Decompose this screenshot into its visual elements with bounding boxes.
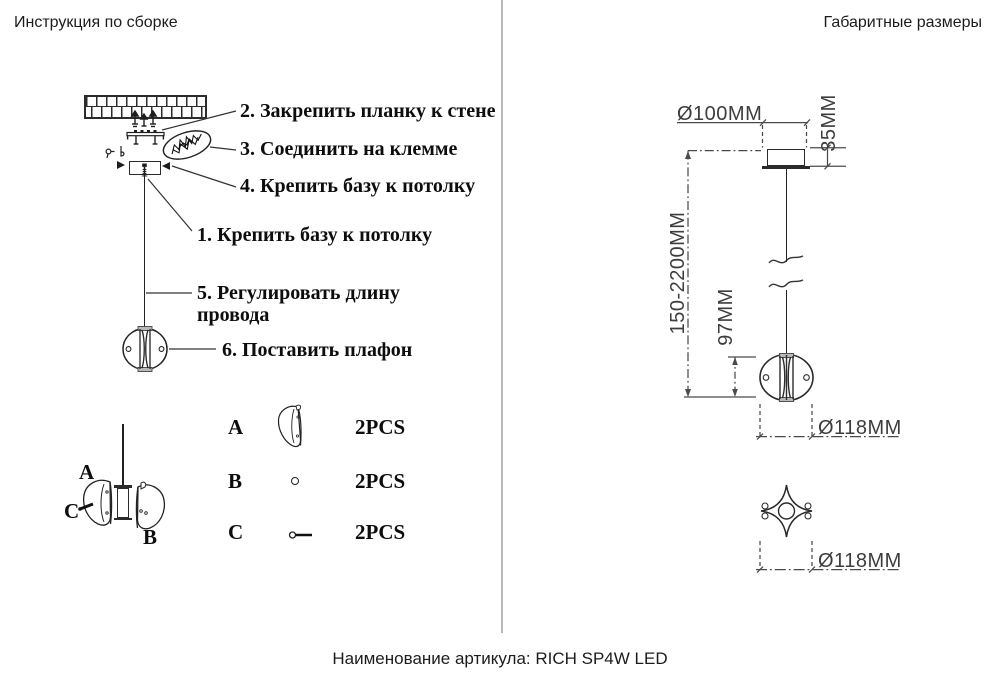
- canopy-box: [767, 149, 805, 166]
- base-bolt-icon: [141, 163, 148, 177]
- part-row-c-qty: 2PCS: [355, 520, 406, 544]
- step-5-line1: 5. Регулировать длину: [197, 282, 400, 304]
- dim-shade-diameter: Ø118MM: [818, 417, 902, 439]
- part-row-a-qty: 2PCS: [355, 415, 406, 439]
- cord-lower: [785, 290, 788, 355]
- socket-bottom-plate: [114, 517, 132, 521]
- ceiling-hatch-row: [86, 97, 205, 107]
- part-row-c-label: C: [228, 520, 244, 544]
- exploded-label-b: B: [143, 525, 158, 549]
- push-arrow-right-icon: [162, 161, 170, 170]
- dim-shade-height: 97MM: [715, 288, 737, 346]
- ceiling-hatch: [84, 95, 207, 119]
- canopy-flange: [762, 166, 810, 169]
- article-caption: Наименование артикула: RICH SP4W LED: [332, 649, 668, 668]
- shade-globe-side-icon: [122, 326, 168, 372]
- part-c-screw-icon: [288, 531, 312, 539]
- shade-half-left-icon: [82, 479, 113, 526]
- exploded-cord-line: [122, 424, 124, 486]
- part-row-b-qty: 2PCS: [355, 469, 406, 493]
- mounting-strap-icon: [126, 130, 165, 145]
- step-5-label: 5. Регулировать длину провода: [197, 282, 400, 326]
- right-panel-title: Габаритные размеры: [823, 14, 982, 31]
- step-1-label: 1. Крепить базу к потолку: [197, 224, 433, 246]
- panel-divider: [501, 0, 503, 633]
- cord-upper: [785, 168, 788, 262]
- push-arrow-left-icon: [117, 161, 125, 169]
- left-panel-title: Инструкция по сборке: [14, 14, 178, 31]
- dim-base-diameter: Ø118MM: [818, 550, 902, 572]
- ceiling-screws-icon: [130, 109, 158, 128]
- dim-canopy-diameter: Ø100MM: [677, 103, 763, 125]
- step-3-label: 3. Соединить на клемме: [240, 138, 458, 160]
- shade-half-right-icon: [135, 481, 166, 530]
- dim-canopy-height: 35MM: [818, 94, 840, 152]
- step-4-label: 4. Крепить базу к потолку: [240, 175, 476, 197]
- step-5-line2: провода: [197, 304, 270, 326]
- socket-top-plate: [114, 485, 132, 488]
- step-6-label: 6. Поставить плафон: [222, 339, 413, 361]
- part-row-b-label: B: [228, 469, 243, 493]
- exploded-label-c: C: [64, 499, 80, 523]
- leader-lines: [145, 110, 237, 528]
- break-symbol-icon: [768, 255, 804, 288]
- dim-cord-length: 150-2200MM: [667, 211, 689, 335]
- shade-globe-dim-icon: [759, 353, 814, 402]
- exploded-label-a: A: [79, 460, 95, 484]
- ceiling-hatch-row: [86, 107, 205, 117]
- hook-symbols-icon: [105, 146, 125, 159]
- dimension-lines: [677, 118, 900, 574]
- cord-line: [143, 175, 146, 328]
- step-2-label: 2. Закрепить планку к стене: [240, 100, 496, 122]
- part-a-shade-half-icon: [277, 404, 302, 448]
- part-row-a-label: A: [228, 415, 244, 439]
- terminal-wires-icon: [162, 130, 212, 160]
- exploded-screw-icon: [78, 502, 94, 511]
- part-b-ring-icon: [291, 477, 299, 485]
- socket-body: [117, 487, 129, 518]
- base-star-icon: [760, 484, 813, 538]
